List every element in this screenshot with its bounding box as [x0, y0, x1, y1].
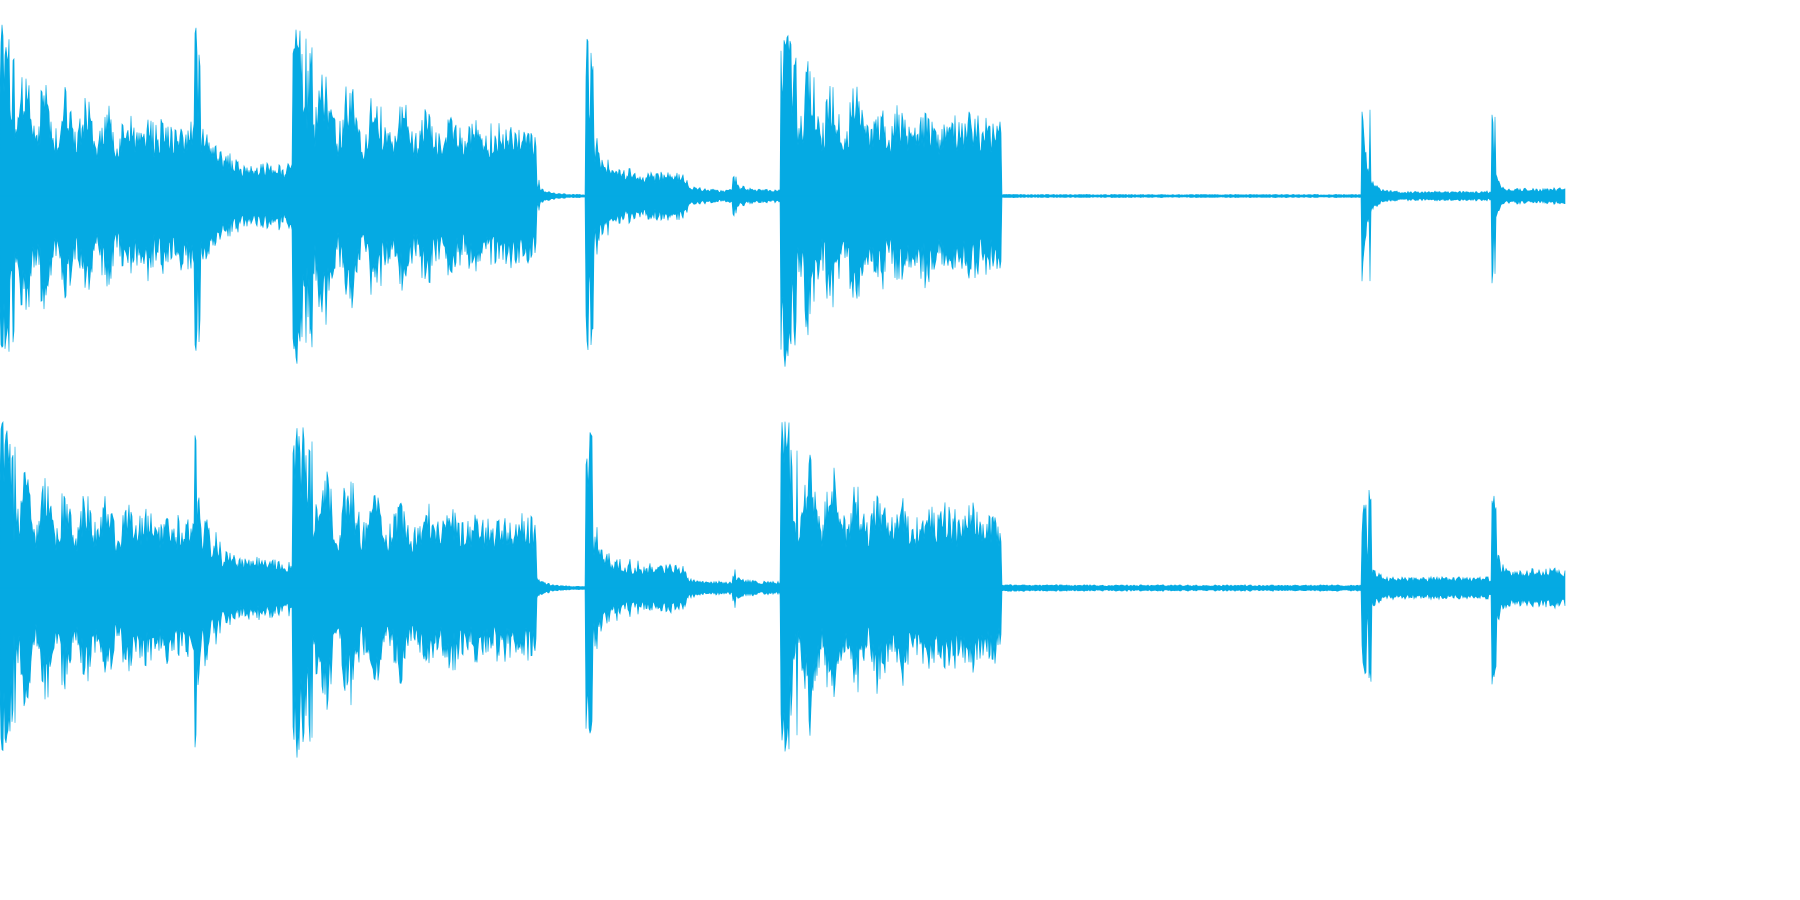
channel-right-waveform — [0, 420, 1566, 758]
waveform-envelope-right — [0, 420, 1566, 758]
channel-left-waveform — [0, 24, 1566, 367]
